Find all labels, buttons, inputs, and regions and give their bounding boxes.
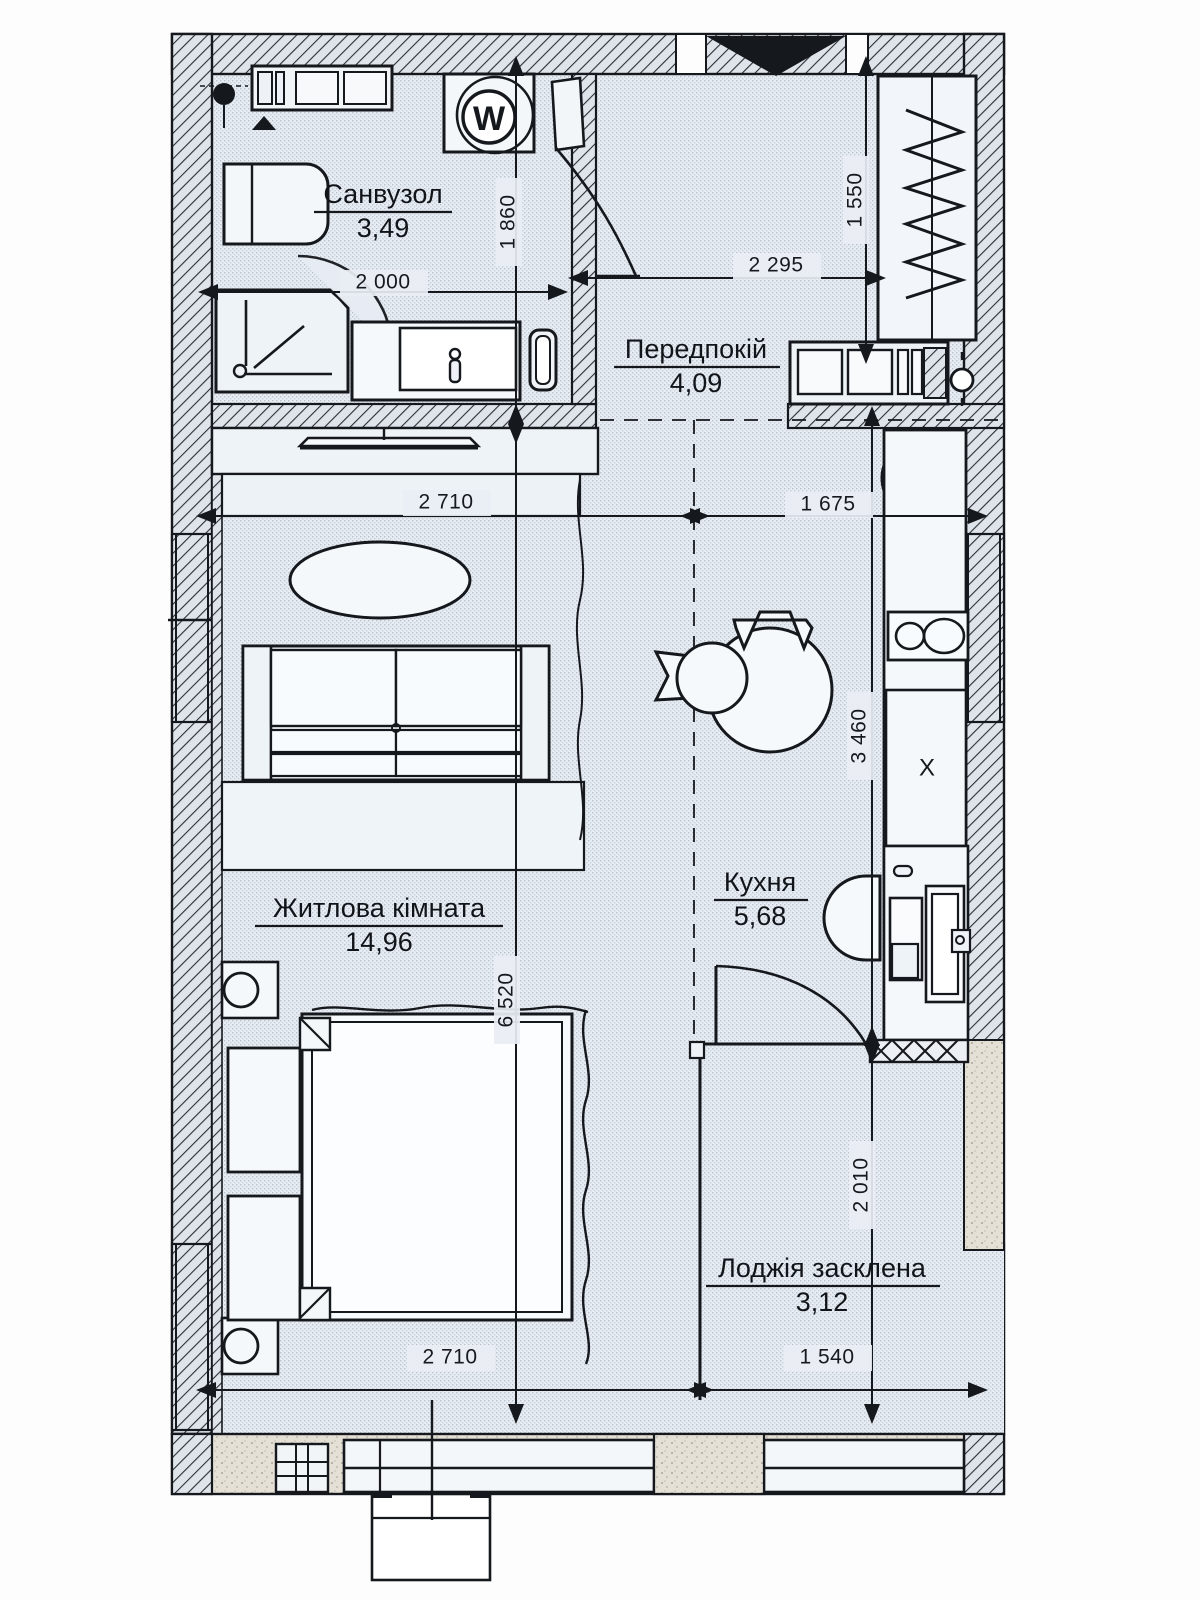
dim-living-width-bottom: 2 710: [422, 1346, 477, 1369]
bathroom-radiator: [528, 328, 558, 392]
bed-pillows: [226, 1046, 302, 1322]
room-area-living: 14,96: [345, 927, 413, 957]
hallway-cabinet: [788, 340, 950, 406]
window-left-lower: [170, 1242, 214, 1432]
level-triangle-marker: [252, 116, 276, 130]
dim-kitchen-depth: 3 460: [848, 708, 871, 763]
hallway-room: W: [442, 72, 1002, 1040]
nightstand-top: [220, 960, 280, 1020]
shower-cabin: [214, 288, 350, 394]
nightstand-bottom: [220, 1316, 280, 1376]
dim-living-width-top: 2 710: [418, 491, 473, 514]
entrance-door: [675, 33, 869, 76]
loggia-threshold: [868, 1038, 970, 1064]
dining-chair-left: [653, 641, 749, 715]
washing-machine: W: [442, 72, 536, 155]
kitchen-sink-unit: [882, 844, 972, 1042]
room-area-bathroom: 3,49: [357, 213, 410, 243]
cooktop: [886, 610, 970, 662]
bathroom-room: [200, 64, 600, 476]
window-right-upper: [962, 532, 1006, 724]
dimension-labels: 2 000 1 860 2 295 1 550 2 710 1 675 3 46…: [340, 156, 875, 1371]
room-label-kitchen: Кухня: [724, 867, 796, 897]
curtain-line: [575, 479, 585, 841]
room-label-hallway: Передпокій: [625, 334, 767, 364]
loggia-post: [688, 1040, 706, 1060]
kitchen-door-swing: [700, 964, 868, 1046]
room-label-bathroom: Санвузол: [323, 179, 442, 209]
bathroom-wall-cabinets: [250, 64, 394, 112]
room-area-kitchen: 5,68: [734, 901, 787, 931]
loggia-side-wall: [963, 1039, 1005, 1251]
living-room: [220, 472, 591, 1376]
ceiling-fitting-dot: [213, 83, 235, 105]
balcony-structure: [170, 1400, 1006, 1582]
dim-loggia-depth: 2 010: [850, 1157, 873, 1212]
kitchen-worktop: X: [884, 688, 968, 848]
coffee-table: [288, 540, 472, 620]
blanket-edge-top: [311, 1004, 589, 1014]
meter-dial: [949, 352, 975, 406]
room-area-hallway: 4,09: [670, 368, 723, 398]
toilet-fixture: [222, 162, 330, 246]
window-left-upper: [168, 532, 216, 724]
living-wall-shelf: [220, 472, 582, 518]
dim-loggia-width: 1 540: [799, 1346, 854, 1369]
dim-bath-width: 2 000: [355, 271, 410, 294]
kitchen-room: X: [653, 426, 972, 1046]
dim-living-depth: 6 520: [495, 972, 518, 1027]
washbasin: [350, 320, 522, 402]
interior-walls: [210, 72, 1006, 1435]
dim-kitchen-width: 1 675: [800, 493, 855, 516]
room-label-loggia: Лоджія засклена: [718, 1253, 927, 1283]
washing-machine-glyph: W: [473, 100, 506, 138]
dim-bath-depth: 1 860: [497, 194, 520, 249]
blanket-edge: [581, 1009, 591, 1365]
room-area-loggia: 3,12: [796, 1287, 849, 1317]
double-bed: [298, 1012, 574, 1322]
hall-console: [210, 426, 600, 476]
dim-wardrobe-depth: 1 550: [844, 172, 867, 227]
wardrobe-closet: [876, 74, 978, 342]
room-labels: Санвузол 3,49 Передпокій 4,09 Житлова кі…: [255, 179, 940, 1317]
dim-hall-width: 2 295: [748, 254, 803, 277]
sofa: [241, 644, 551, 782]
worktop-mark-glyph: X: [919, 755, 935, 782]
living-rug: [220, 780, 586, 872]
loggia-room: [688, 1038, 1005, 1434]
room-label-living: Житлова кімната: [273, 893, 486, 923]
